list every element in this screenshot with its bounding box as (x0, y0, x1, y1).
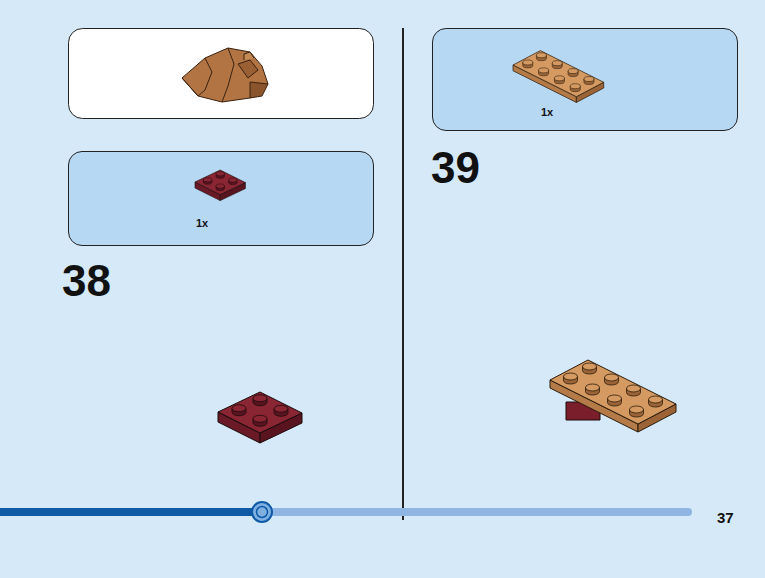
parts-callout: 1x (432, 28, 738, 131)
parts-callout: 1x (68, 151, 374, 246)
quantity-label: 1x (196, 218, 208, 229)
page-number: 37 (717, 510, 734, 525)
step-number: 39 (431, 146, 480, 190)
quantity-label: 1x (541, 107, 553, 118)
sculpted-piece (182, 48, 268, 102)
step-number: 38 (62, 259, 111, 303)
